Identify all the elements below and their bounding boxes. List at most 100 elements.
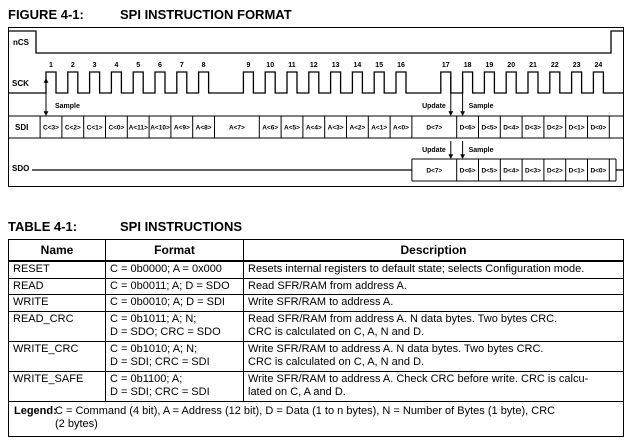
clock-number: 11 bbox=[288, 62, 296, 69]
cell-description: Write SFR/RAM to address A. N data bytes… bbox=[243, 340, 624, 372]
sdo-bit-label: D<2> bbox=[547, 168, 563, 175]
sdi-bit-label: A<9> bbox=[174, 125, 190, 132]
sdi-bit-label: A<10> bbox=[150, 125, 170, 132]
arrowhead bbox=[448, 111, 454, 116]
sdi-bit-label: A<6> bbox=[262, 125, 278, 132]
sdi-bit-label: A<0> bbox=[393, 125, 409, 132]
table-caption: TABLE 4-1:SPI INSTRUCTIONS bbox=[8, 219, 242, 234]
clock-number: 13 bbox=[332, 62, 340, 69]
ncs-waveform bbox=[9, 30, 623, 54]
sdi-bit-label: A<3> bbox=[328, 125, 344, 132]
sdi-bit-label: A<4> bbox=[306, 125, 322, 132]
cell-name: READ bbox=[8, 277, 106, 295]
clock-number: 16 bbox=[397, 62, 405, 69]
sdo-bit-label: D<1> bbox=[569, 168, 585, 175]
sdi-bit-label: A<5> bbox=[284, 125, 300, 132]
clock-number: 17 bbox=[442, 62, 450, 69]
sdo-bit-label: D<3> bbox=[525, 168, 541, 175]
column-header-format: Format bbox=[105, 239, 244, 262]
clock-number: 1 bbox=[49, 62, 53, 69]
clock-number: 21 bbox=[529, 62, 537, 69]
clock-number: 3 bbox=[93, 62, 97, 69]
arrowhead bbox=[43, 111, 49, 116]
clock-number: 15 bbox=[375, 62, 383, 69]
clock-number: 12 bbox=[310, 62, 318, 69]
cell-name: READ_CRC bbox=[8, 310, 106, 342]
sdi-bit-label: C<0> bbox=[108, 125, 124, 132]
clock-number: 2 bbox=[71, 62, 75, 69]
update-annotation: Update bbox=[422, 103, 446, 110]
arrowhead bbox=[460, 154, 465, 159]
sdo-bit-label: D<5> bbox=[481, 168, 497, 175]
legend-cell: Legend:C = Command (4 bit), A = Address … bbox=[8, 400, 624, 437]
sdi-bit-label: A<11> bbox=[129, 125, 148, 132]
sdi-label: SDI bbox=[15, 123, 28, 132]
clock-number: 7 bbox=[180, 62, 184, 69]
clock-number: 20 bbox=[507, 62, 515, 69]
cell-format: C = 0b0010; A; D = SDI bbox=[105, 294, 244, 312]
clock-number: 4 bbox=[114, 62, 118, 69]
legend-text: C = Command (4 bit), A = Address (12 bit… bbox=[55, 404, 556, 431]
arrowhead bbox=[448, 154, 454, 159]
sdi-bit-label: C<1> bbox=[87, 125, 103, 132]
ncs-label: nCS bbox=[13, 38, 30, 47]
cell-description: Read SFR/RAM from address A. N data byte… bbox=[243, 310, 624, 342]
clock-number: 9 bbox=[246, 62, 250, 69]
cell-name: WRITE_SAFE bbox=[8, 370, 106, 402]
clock-number: 6 bbox=[158, 62, 162, 69]
clock-number: 8 bbox=[202, 62, 206, 69]
sdi-bit-label: D<4> bbox=[503, 125, 519, 132]
cell-format: C = 0b0011; A; D = SDO bbox=[105, 277, 244, 295]
sck-waveform bbox=[9, 71, 623, 94]
cell-format: C = 0b1010; A; N; D = SDI; CRC = SDI bbox=[105, 340, 244, 372]
sample-annotation: Sample bbox=[55, 103, 80, 110]
cell-format: C = 0b1011; A; N; D = SDO; CRC = SDO bbox=[105, 310, 244, 342]
figure-label: FIGURE 4-1: bbox=[8, 7, 84, 22]
legend-row: Legend:C = Command (4 bit), A = Address … bbox=[8, 400, 624, 437]
sdi-bit-label: D<3> bbox=[525, 125, 541, 132]
cell-description: Write SFR/RAM to address A. Check CRC be… bbox=[243, 370, 624, 402]
sdo-bit-label: D<0> bbox=[590, 168, 606, 175]
column-header-description: Description bbox=[243, 239, 624, 262]
sdi-bit-label: D<6> bbox=[460, 125, 476, 132]
cell-description: Resets internal registers to default sta… bbox=[243, 260, 624, 279]
figure-title: SPI INSTRUCTION FORMAT bbox=[120, 7, 292, 22]
update-annotation: Update bbox=[422, 147, 446, 154]
sdi-bit-label: D<7> bbox=[426, 125, 442, 132]
sample-annotation: Sample bbox=[469, 103, 494, 110]
table-title: SPI INSTRUCTIONS bbox=[120, 219, 243, 234]
sdi-bit-label: A<8> bbox=[196, 125, 212, 132]
clock-number: 10 bbox=[266, 62, 274, 69]
sdo-bit-label: D<7> bbox=[426, 168, 442, 175]
clock-number: 18 bbox=[464, 62, 472, 69]
table-header-row: Name Format Description bbox=[8, 239, 624, 262]
legend-label: Legend: bbox=[14, 404, 57, 417]
clock-number: 19 bbox=[486, 62, 494, 69]
clock-number: 22 bbox=[551, 62, 559, 69]
cell-format: C = 0b1100; A; D = SDI; CRC = SDI bbox=[105, 370, 244, 402]
cell-format: C = 0b0000; A = 0x000 bbox=[105, 260, 244, 279]
arrowhead bbox=[43, 78, 49, 83]
sdi-bit-label: A<7> bbox=[229, 125, 245, 132]
sdi-bit-label: A<2> bbox=[349, 125, 365, 132]
sdi-bit-label: D<0> bbox=[590, 125, 606, 132]
cell-name: WRITE bbox=[8, 294, 106, 312]
sdi-bit-label: C<3> bbox=[43, 125, 59, 132]
cell-name: WRITE_CRC bbox=[8, 340, 106, 372]
sdi-bit-label: D<1> bbox=[569, 125, 585, 132]
arrowhead bbox=[460, 111, 465, 116]
sdi-bit-label: C<2> bbox=[65, 125, 81, 132]
sdo-bit-label: D<4> bbox=[503, 168, 519, 175]
sdo-label: SDO bbox=[12, 164, 29, 173]
clock-number: 5 bbox=[136, 62, 140, 69]
column-header-name: Name bbox=[8, 239, 106, 262]
